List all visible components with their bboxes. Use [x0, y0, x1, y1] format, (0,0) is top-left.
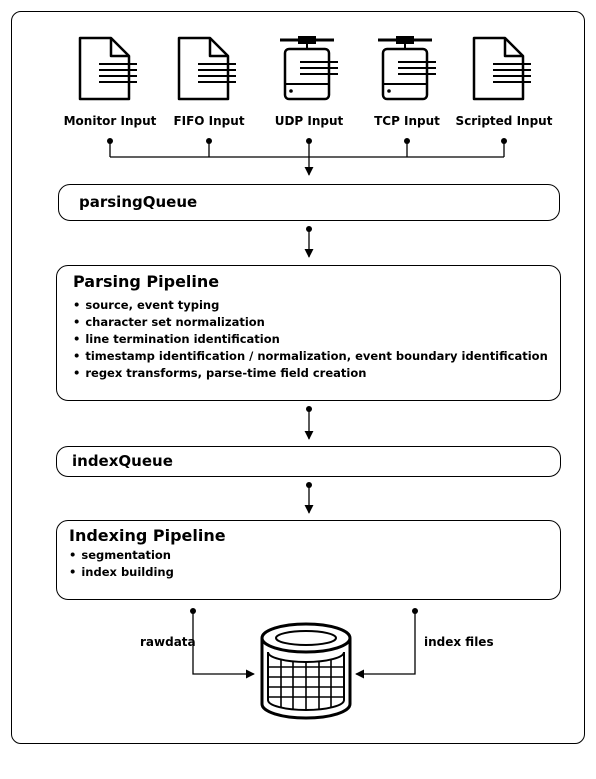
network-device-icon	[280, 36, 338, 101]
input-dot	[107, 138, 113, 144]
arrow-indexqueue-to-indexing	[304, 482, 314, 514]
input-bus	[109, 141, 505, 176]
diagram-frame	[11, 11, 585, 744]
list-item: index building	[69, 564, 173, 581]
index-queue-label: indexQueue	[72, 452, 173, 470]
input-label-tcp: TCP Input	[374, 114, 440, 128]
input-dot	[501, 138, 507, 144]
input-label-fifo: FIFO Input	[173, 114, 245, 128]
parsing-queue-box	[58, 184, 560, 221]
indexing-pipeline-list: segmentation index building	[69, 547, 174, 581]
input-dot	[206, 138, 212, 144]
list-item: source, event typing	[73, 297, 548, 314]
document-icon	[78, 36, 137, 101]
arrow-rawdata	[190, 608, 255, 679]
input-label-monitor: Monitor Input	[63, 114, 157, 128]
list-item: character set normalization	[73, 314, 548, 331]
parsing-pipeline-title: Parsing Pipeline	[73, 272, 220, 291]
input-dot	[404, 138, 410, 144]
input-label-scripted: Scripted Input	[455, 114, 553, 128]
indexing-pipeline-title: Indexing Pipeline	[69, 526, 226, 545]
document-icon	[177, 36, 236, 101]
parsing-pipeline-list: source, event typing character set norma…	[73, 297, 548, 382]
arrow-queue-to-parsing	[304, 226, 314, 258]
parsing-queue-label: parsingQueue	[79, 193, 198, 211]
database-icon	[260, 622, 352, 720]
input-label-udp: UDP Input	[274, 114, 344, 128]
index-queue-box	[56, 446, 561, 477]
network-device-icon	[378, 36, 436, 101]
document-icon	[472, 36, 531, 101]
rawdata-label: rawdata	[140, 635, 196, 649]
input-dot	[306, 138, 312, 144]
arrow-index-files	[355, 608, 418, 679]
list-item: segmentation	[69, 547, 174, 564]
list-item: regex transforms, parse-time field creat…	[73, 365, 548, 382]
arrow-parsing-to-indexqueue	[304, 406, 314, 440]
index-files-label: index files	[424, 635, 494, 649]
list-item: timestamp identification / normalization…	[73, 348, 547, 365]
list-item: line termination identification	[73, 331, 548, 348]
